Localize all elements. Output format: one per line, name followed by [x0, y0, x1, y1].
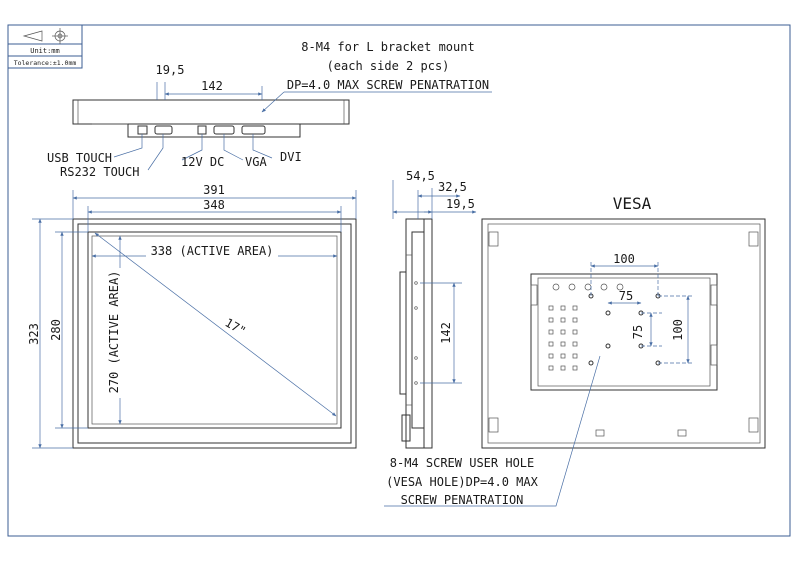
drawing-frame — [7, 24, 791, 537]
label-vga: VGA — [245, 155, 267, 169]
front-view: 17" 391 348 338 (ACTIVE AREA) 323 280 27… — [27, 183, 357, 449]
vesa-note-line-3: SCREW PENATRATION — [401, 493, 524, 507]
side-dim-54-5: 54,5 — [406, 169, 435, 183]
usb-port-icon — [137, 125, 148, 135]
rs232-port-icon — [154, 125, 173, 135]
dvi-port-icon — [241, 125, 266, 135]
side-view: 54,5 32,5 19,5 142 — [392, 169, 477, 449]
vesa-title: VESA — [613, 194, 652, 213]
vesa-view: VESA — [384, 194, 766, 507]
vesa-note-line-2: (VESA HOLE)DP=4.0 MAX — [386, 475, 538, 489]
label-dvi: DVI — [280, 150, 302, 164]
side-dim-19-5: 19,5 — [446, 197, 475, 211]
diagonal-label: 17" — [223, 315, 249, 338]
label-rs232-touch: RS232 TOUCH — [60, 165, 139, 179]
label-usb-touch: USB TOUCH — [47, 151, 112, 165]
side-dim-32-5: 32,5 — [438, 180, 467, 194]
mount-note-line-3: DP=4.0 MAX SCREW PENATRATION — [287, 78, 489, 92]
vesa-dim-75-h: 75 — [619, 289, 633, 303]
projection-symbol-icon — [22, 28, 68, 44]
vesa-dim-100-v: 100 — [671, 319, 685, 341]
dim-391: 391 — [203, 183, 225, 197]
vesa-note-line-1: 8-M4 SCREW USER HOLE — [390, 456, 535, 470]
mount-note-line-1: 8-M4 for L bracket mount — [301, 40, 474, 54]
dim-338-active: 338 (ACTIVE AREA) — [151, 244, 274, 258]
top-dim-19-5: 19,5 — [156, 63, 185, 77]
vesa-hole — [605, 343, 611, 349]
dim-270-active: 270 (ACTIVE AREA) — [107, 271, 121, 394]
vesa-hole — [588, 360, 594, 366]
tolerance-label: Tolerance:±1.0mm — [14, 59, 77, 67]
vesa-hole — [605, 310, 611, 316]
dim-280: 280 — [49, 319, 63, 341]
dim-323: 323 — [27, 323, 41, 345]
unit-label: Unit:mm — [30, 47, 60, 55]
vesa-dim-75-v: 75 — [631, 325, 645, 339]
side-dim-142: 142 — [439, 322, 453, 344]
dim-348: 348 — [203, 198, 225, 212]
units-box: Unit:mm Tolerance:±1.0mm — [7, 24, 83, 69]
dc-jack-icon — [197, 125, 207, 135]
mount-note-line-2: (each side 2 pcs) — [327, 59, 450, 73]
top-dim-142: 142 — [201, 79, 223, 93]
top-view: 19,5 142 8-M4 for L bracket mount (each … — [47, 40, 492, 179]
vesa-dim-100-h: 100 — [613, 252, 635, 266]
vga-port-icon — [213, 125, 235, 135]
label-12v-dc: 12V DC — [181, 155, 224, 169]
